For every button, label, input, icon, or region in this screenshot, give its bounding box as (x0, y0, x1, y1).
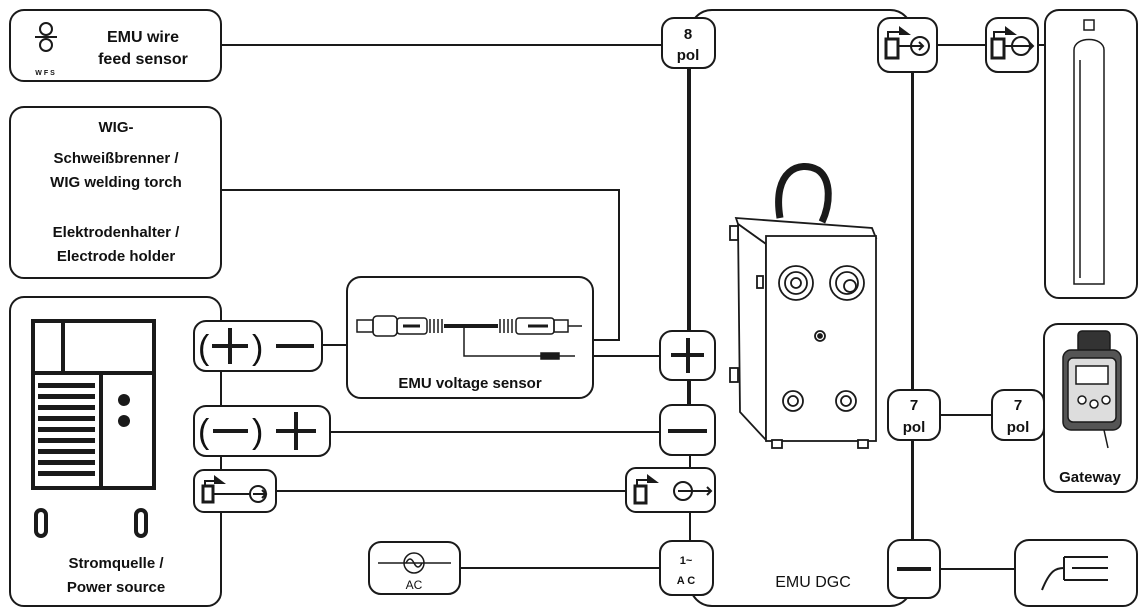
connector-gas-inlet (625, 467, 716, 513)
power-gas-outlet (193, 469, 277, 513)
gateway-device-icon (1062, 330, 1122, 449)
terminal-plus-output: ( ) (193, 320, 323, 372)
svg-text:pol: pol (903, 419, 926, 436)
wire-torch (221, 189, 620, 341)
svg-text:pol: pol (1007, 419, 1030, 436)
power-label-line1: Stromquelle / (68, 555, 164, 572)
gas-cylinder-icon (1073, 19, 1105, 285)
wfs-label-line1: EMU wire (107, 29, 179, 46)
svg-text:1~: 1~ (680, 555, 693, 567)
power-source-icon (31, 319, 156, 538)
ground-cable-icon (1041, 556, 1108, 591)
svg-text:): ) (252, 413, 263, 451)
ac-source-box: AC (368, 541, 461, 595)
connector-7pol-a: 7 pol (887, 389, 941, 441)
svg-text:A C: A C (677, 575, 696, 587)
torch-line-3: WIG welding torch (50, 174, 182, 191)
torch-line-1: WIG- (99, 119, 134, 136)
svg-text:(: ( (198, 329, 210, 367)
svg-text:(: ( (198, 413, 210, 451)
voltage-sensor-box: EMU voltage sensor (346, 276, 594, 399)
wire-feed-sensor-icon (35, 22, 57, 52)
gas-valve-icon (990, 26, 1035, 60)
voltage-sensor-label: EMU voltage sensor (398, 375, 542, 392)
ac-label: AC (406, 578, 423, 592)
wfs-icon-text: WFS (35, 70, 57, 77)
torch-box: WIG- Schweißbrenner / WIG welding torch … (9, 106, 222, 279)
torch-line-2: Schweißbrenner / (53, 150, 179, 167)
connector-ground-minus (887, 539, 941, 599)
gas-valve-icon (633, 474, 713, 505)
emu-dgc-device-icon (729, 163, 878, 449)
connector-7pol-b: 7 pol (991, 389, 1045, 441)
gateway-label: Gateway (1059, 469, 1121, 486)
gas-valve-icon (201, 475, 268, 504)
ac-wave-icon (378, 552, 451, 574)
power-label-line2: Power source (67, 579, 165, 596)
gas-valve-box-1 (877, 17, 938, 73)
connector-8pol: 8 pol (661, 17, 716, 69)
wfs-label-line2: feed sensor (98, 51, 188, 68)
svg-text:7: 7 (910, 397, 918, 414)
svg-text:7: 7 (1014, 397, 1022, 414)
svg-text:8: 8 (684, 26, 692, 43)
connector-minus (659, 404, 716, 456)
terminal-minus-output: ( ) (193, 405, 331, 457)
connector-1ac: 1~ A C (659, 540, 714, 596)
svg-text:): ) (252, 329, 263, 367)
svg-text:pol: pol (677, 47, 700, 64)
gas-valve-box-2 (985, 17, 1039, 73)
torch-line-5: Electrode holder (57, 248, 176, 265)
device-label: EMU DGC (775, 574, 851, 591)
voltage-sensor-cable-icon (356, 315, 582, 360)
gas-cylinder-box (1044, 9, 1138, 299)
gas-valve-icon (884, 26, 930, 60)
connector-plus (659, 330, 716, 381)
power-source-box: Stromquelle / Power source (9, 296, 222, 607)
gateway-box: Gateway (1043, 323, 1138, 493)
wfs-box: WFS EMU wire feed sensor (9, 9, 222, 82)
ground-box (1014, 539, 1138, 607)
torch-line-4: Elektrodenhalter / (53, 224, 181, 241)
